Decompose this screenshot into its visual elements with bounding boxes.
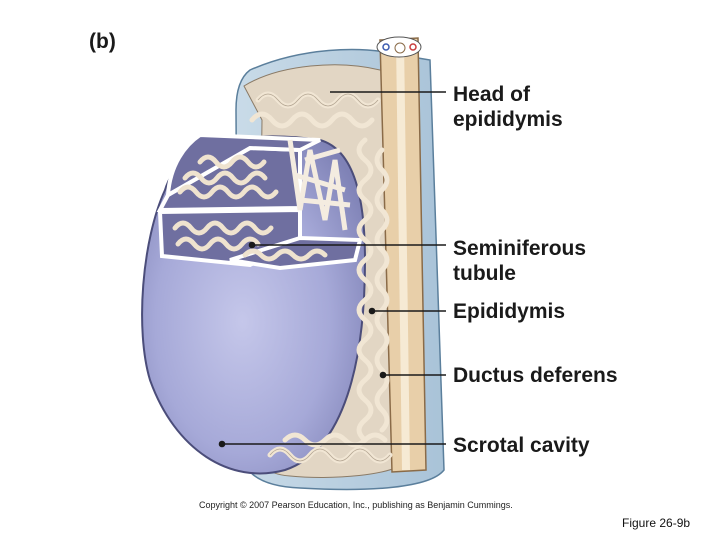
label-ductus-deferens: Ductus deferens (453, 364, 618, 387)
label-scrotal-cavity: Scrotal cavity (453, 434, 590, 457)
label-seminiferous-tubule: Seminiferous tubule (453, 236, 586, 286)
label-line-1: Seminiferous (453, 237, 587, 260)
label-line-2: epididymis (453, 108, 563, 131)
figure-reference: Figure 26-9b (622, 516, 691, 530)
label-line-2: tubule (453, 262, 516, 285)
artery-icon (409, 43, 417, 51)
copyright-text: Copyright © 2007 Pearson Education, Inc.… (199, 500, 513, 510)
label-line-1: Head of (453, 83, 531, 106)
vein-icon (382, 43, 390, 51)
label-head-of-epididymis: Head of epididymis (453, 82, 563, 132)
spermatic-cord-section (376, 36, 422, 58)
label-epididymis: Epididymis (453, 300, 566, 323)
panel-letter: (b) (89, 30, 116, 53)
